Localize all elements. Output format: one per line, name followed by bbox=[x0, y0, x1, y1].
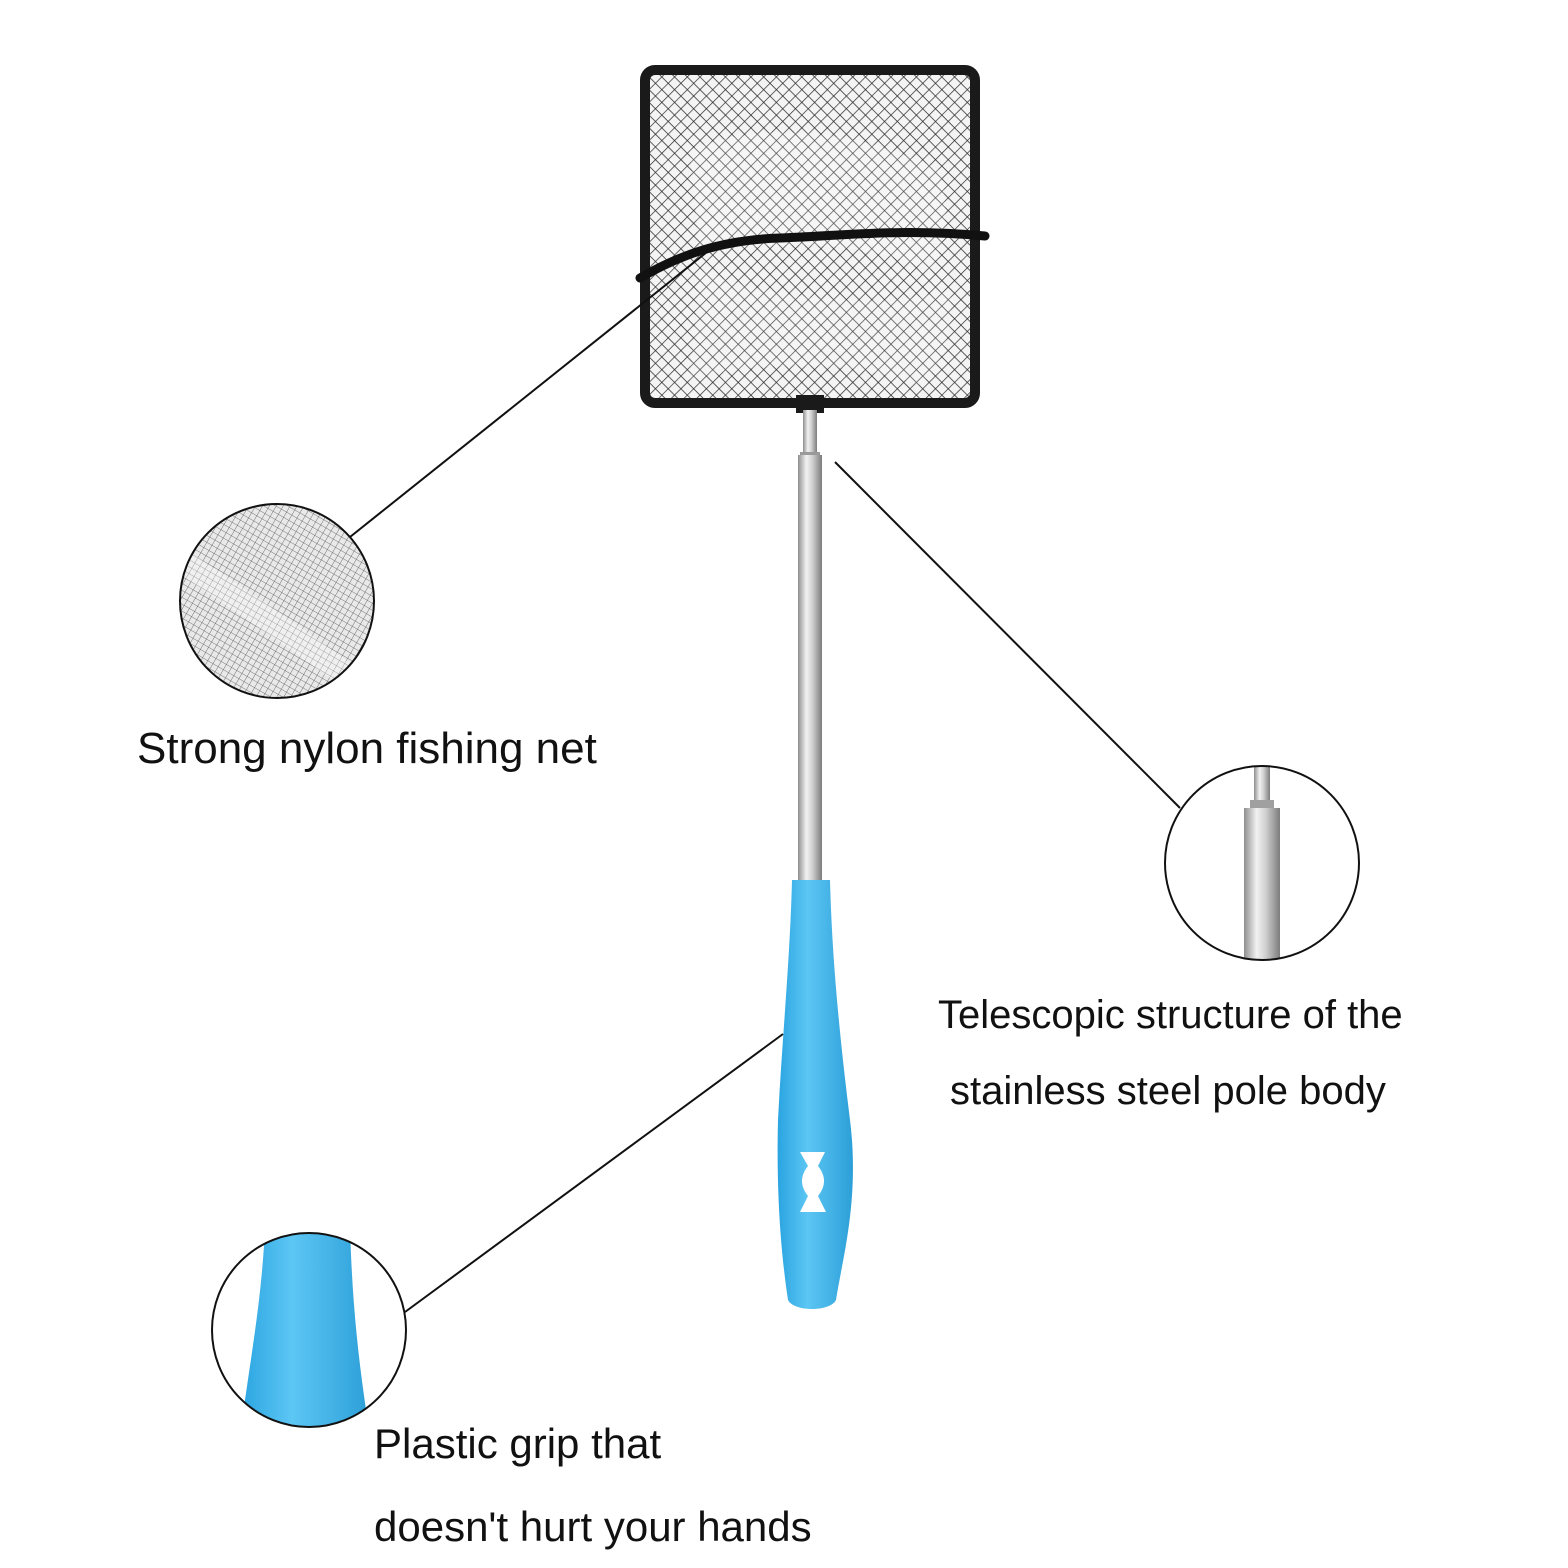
caption-grip-line2: doesn't hurt your hands bbox=[374, 1503, 812, 1550]
caption-grip-line1: Plastic grip that bbox=[374, 1420, 662, 1467]
zoom-circle-net bbox=[179, 503, 375, 699]
zoom-circle-grip bbox=[211, 1232, 407, 1428]
blue-handle bbox=[777, 880, 853, 1309]
callout-lines bbox=[349, 247, 1181, 1313]
caption-pole-line1: Telescopic structure of the bbox=[938, 993, 1403, 1037]
caption-net: Strong nylon fishing net bbox=[137, 724, 597, 773]
fish-cutout-icon bbox=[800, 1152, 826, 1212]
caption-pole-line2: stainless steel pole body bbox=[950, 1069, 1386, 1113]
zoom-circle-pole bbox=[1164, 765, 1360, 961]
steel-pole bbox=[798, 410, 822, 885]
net-head bbox=[635, 65, 990, 413]
